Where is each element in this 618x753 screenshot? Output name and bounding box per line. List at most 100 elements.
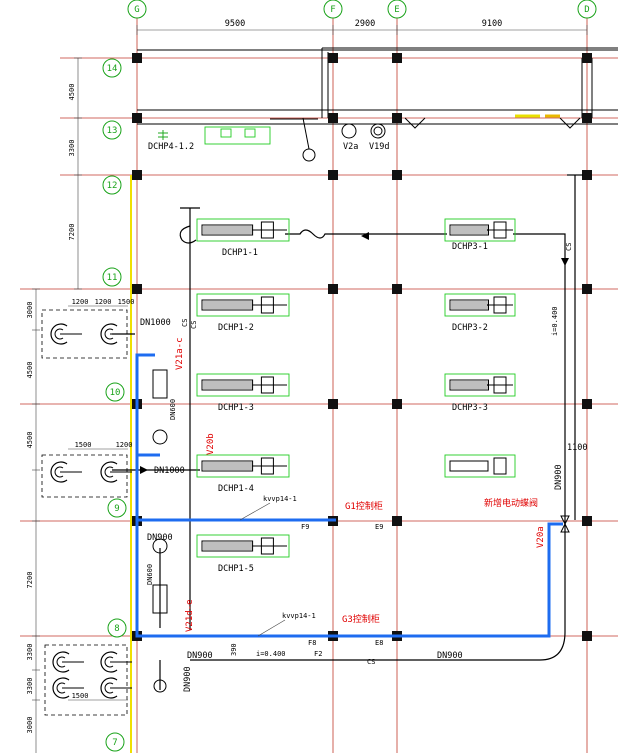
valve-label-v19d: V19d — [369, 142, 389, 152]
label-dn1000-b: DN1000 — [154, 466, 185, 476]
pump-icon — [100, 651, 132, 673]
dim-left-8: 3300 — [26, 644, 34, 661]
column — [392, 284, 402, 294]
dim-9100: 9100 — [482, 19, 502, 29]
sub-dim-2: 1200 — [95, 298, 112, 306]
dim-left-10: 3000 — [26, 717, 34, 734]
dim-left-4: 3000 — [26, 302, 34, 319]
column — [328, 284, 338, 294]
axis-label-12: 12 — [107, 181, 118, 191]
dim-9500: 9500 — [225, 19, 245, 29]
dchp4-unit: DCHP4-1.2 V2a V19d — [148, 117, 389, 162]
valve-label-v20a: V20a — [536, 526, 546, 548]
left-dimensions: 4500 3300 7200 3000 4500 4500 7200 3300 … — [26, 57, 82, 753]
dim-left-7: 7200 — [26, 572, 34, 589]
valve-label-v21a: V21a-c — [175, 337, 185, 370]
column — [392, 170, 402, 180]
label-e9: E9 — [375, 523, 383, 531]
column — [132, 170, 142, 180]
column — [582, 113, 592, 123]
pump-icon — [50, 461, 82, 483]
dim-left-3: 7200 — [68, 224, 76, 241]
axis-bubble-e — [387, 0, 407, 19]
dim-left-1: 4500 — [68, 84, 76, 101]
column — [392, 113, 402, 123]
column — [582, 516, 592, 526]
dim-left-2: 3300 — [68, 140, 76, 157]
axis-bubble-d — [577, 0, 597, 19]
axis-label-f: F — [330, 5, 335, 15]
building-outline — [137, 47, 618, 129]
sub-dim-3: 1500 — [118, 298, 135, 306]
axis-label-g: G — [134, 5, 139, 15]
sub-dim-4: 1500 — [75, 441, 92, 449]
control-cabinets: kvvp14-1 G1控制柜 F9 E9 kvvp14-1 G3控制柜 F8 E… — [230, 495, 383, 666]
sub-dim-5: 1200 — [116, 441, 133, 449]
label-f8: F8 — [308, 639, 316, 647]
column — [328, 399, 338, 409]
columns — [132, 53, 592, 641]
axis-label-d: D — [584, 5, 589, 15]
column — [392, 53, 402, 63]
pipe-network — [112, 174, 583, 690]
column — [582, 53, 592, 63]
dim-left-5: 4500 — [26, 362, 34, 379]
pump-icon — [100, 461, 132, 483]
label-dn600-b: DN600 — [146, 564, 154, 585]
axis-label-14: 14 — [107, 64, 118, 74]
label-slope-a: i=0.400 — [551, 306, 559, 336]
column — [132, 113, 142, 123]
label-dn900-d: DN900 — [183, 666, 193, 692]
axis-label-9: 9 — [114, 504, 119, 514]
axis-label-10: 10 — [110, 388, 121, 398]
axis-bubble-f — [323, 0, 343, 19]
dchp4-label: DCHP4-1.2 — [148, 142, 194, 152]
column — [392, 399, 402, 409]
axis-label-7: 7 — [112, 738, 117, 748]
right-annotations: CS i=0.400 1100 新增电动蝶阀 — [484, 243, 587, 533]
top-axis: G F E D — [127, 0, 597, 19]
label-390: 390 — [230, 643, 238, 656]
heat-pump-unit — [444, 454, 516, 478]
sub-dim-6: 1500 — [72, 692, 89, 700]
heat-pump-unit: DCHP1-1 — [196, 218, 290, 258]
heat-pump-unit: DCHP3-3 — [444, 373, 516, 413]
sub-dim-1: 1200 — [72, 298, 89, 306]
unit-label: DCHP1-3 — [218, 403, 254, 413]
axis-label-11: 11 — [107, 273, 118, 283]
pump-icon — [100, 323, 132, 345]
motor-valve-label: 新增电动蝶阀 — [484, 497, 538, 509]
label-dn900-e: DN900 — [554, 464, 564, 490]
column — [132, 284, 142, 294]
axis-label-13: 13 — [107, 126, 118, 136]
column — [582, 170, 592, 180]
pump-icon — [100, 677, 132, 699]
pump-icon — [50, 323, 82, 345]
label-cs-a: CS — [181, 319, 189, 327]
label-dn900-b: DN900 — [187, 651, 213, 661]
label-slope-b: i=0.400 — [256, 650, 286, 658]
axis-bubble-g — [127, 0, 147, 19]
label-dn900-a: DN900 — [147, 533, 173, 543]
unit-label: DCHP1-5 — [218, 564, 254, 574]
column — [328, 53, 338, 63]
heat-pump-unit: DCHP1-3 — [196, 373, 290, 413]
unit-label: DCHP1-4 — [218, 484, 254, 494]
label-cs-d: CS — [367, 658, 375, 666]
label-e8: E8 — [375, 639, 383, 647]
unit-label: DCHP1-2 — [218, 323, 254, 333]
valve-label-v21d: V21d-e — [185, 599, 195, 632]
column — [582, 284, 592, 294]
column — [582, 399, 592, 409]
label-cs-b: CS — [565, 243, 573, 251]
pump-icon — [52, 677, 84, 699]
column — [328, 113, 338, 123]
label-dn600-a: DN600 — [169, 399, 177, 420]
dim-left-9: 3300 — [26, 678, 34, 695]
unit-label: DCHP1-1 — [222, 248, 258, 258]
g1-cabinet-label: G1控制柜 — [345, 500, 383, 512]
unit-label: DCHP3-3 — [452, 403, 488, 413]
label-f2: F2 — [314, 650, 322, 658]
